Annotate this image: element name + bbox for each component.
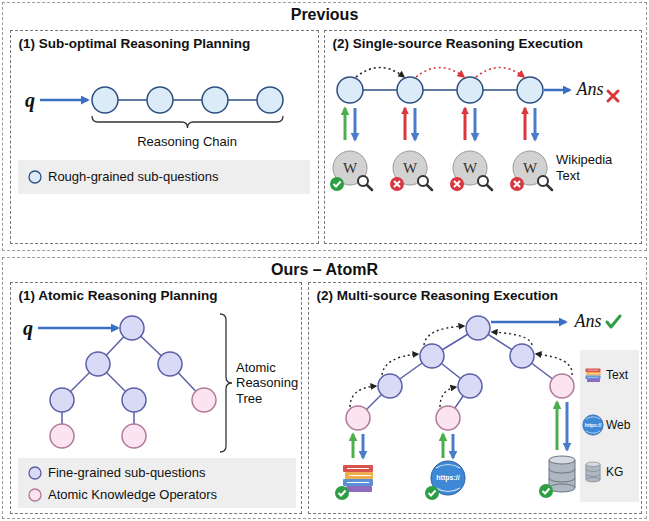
legend-item: Atomic Knowledge Operators — [28, 487, 217, 503]
legend-item: Fine-grained sub-questions — [28, 465, 206, 481]
operator-circles — [50, 388, 216, 448]
sub-question-circles — [378, 316, 534, 398]
query-symbol: q — [25, 88, 35, 112]
tree-lines — [62, 328, 204, 436]
correct-mark — [607, 316, 620, 327]
panel-heading: Ours – AtomR — [3, 260, 646, 279]
panel-heading: (1) Sub-optimal Reasoning Planning — [19, 36, 251, 52]
url-text: https:// — [585, 422, 602, 428]
answer-label: Ans — [575, 311, 602, 333]
sub-question-circles — [337, 77, 543, 103]
legend-box — [18, 160, 310, 194]
text-source-icon — [586, 369, 601, 383]
legend-swatch — [29, 467, 41, 479]
wrong-mark — [608, 91, 618, 101]
status-badges — [335, 484, 553, 500]
tree-label: Atomic Reasoning Tree — [236, 360, 300, 407]
legend-swatch-frame — [28, 488, 42, 502]
legend-swatch — [29, 171, 41, 183]
input-arrow — [40, 99, 88, 102]
panel-heading: (2) Multi-source Reasoning Execution — [317, 288, 559, 304]
legend-box — [18, 458, 296, 508]
atomic-tree — [18, 314, 296, 508]
brace — [220, 314, 232, 452]
query-symbol: q — [23, 316, 33, 340]
legend-item: Rough-grained sub-questions — [28, 169, 219, 185]
flow-arcs — [356, 68, 524, 78]
source-key-box — [580, 350, 639, 502]
chain-line — [350, 89, 530, 91]
source-label: Text — [606, 368, 628, 382]
status-badges — [330, 177, 524, 191]
retrieval-arrows — [353, 402, 567, 458]
sub-question-circles — [92, 87, 283, 113]
wiki-letter: W — [523, 159, 537, 177]
legend-text: Atomic Knowledge Operators — [48, 487, 217, 503]
url-text: https:// — [436, 474, 459, 482]
source-label: KG — [606, 465, 623, 479]
kg-source-icon — [549, 456, 575, 492]
panel-heading: (1) Atomic Reasoning Planning — [19, 288, 218, 304]
web-source-icon — [583, 415, 603, 435]
tree-lines — [358, 328, 562, 418]
answer-arrow — [544, 89, 570, 92]
retrieval-arrows — [345, 108, 535, 140]
legend-swatch-frame — [28, 170, 42, 184]
input-arrow — [38, 327, 118, 330]
operator-circles — [346, 374, 574, 430]
sub-question-circles — [50, 316, 182, 412]
wiki-letter: W — [463, 159, 477, 177]
wiki-letter: W — [403, 159, 417, 177]
source-label: Wikipedia Text — [556, 152, 630, 183]
subsection-panel: (2) Single-source Reasoning Execution — [324, 30, 642, 244]
legend-swatch-frame — [28, 466, 42, 480]
wikipedia-icons — [333, 151, 552, 190]
panel-heading: (2) Single-source Reasoning Execution — [333, 36, 584, 52]
text-source-icon — [343, 465, 373, 492]
chain-label: Reasoning Chain — [137, 134, 237, 150]
answer-label: Ans — [577, 79, 604, 101]
source-label: Web — [606, 418, 630, 432]
reasoning-chain — [18, 87, 310, 194]
kg-source-icon — [586, 462, 600, 482]
brace — [92, 116, 283, 128]
multi-source-execution — [335, 316, 639, 502]
section-panel: Previous (1) Sub-optimal Reasoning Planni… — [2, 2, 647, 251]
answer-arrow — [491, 321, 566, 324]
legend-text: Rough-grained sub-questions — [48, 169, 219, 185]
flow-arcs — [350, 326, 572, 407]
chain-line — [118, 99, 257, 101]
panel-heading: Previous — [3, 5, 646, 24]
wiki-letter: W — [343, 159, 357, 177]
legend-text: Fine-grained sub-questions — [48, 465, 206, 481]
legend-swatch — [29, 489, 41, 501]
